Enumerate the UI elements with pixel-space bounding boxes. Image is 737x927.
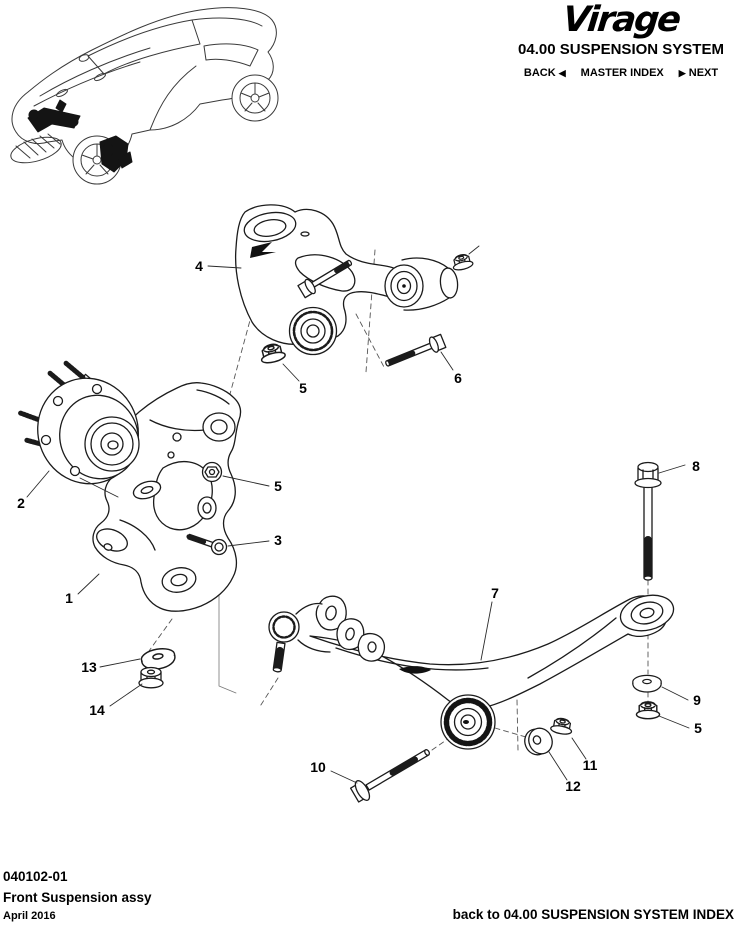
- bolt-10: [349, 749, 430, 803]
- footer-left: 040102-01 Front Suspension assy April 20…: [3, 866, 152, 925]
- back-link[interactable]: BACK ◀: [524, 67, 566, 79]
- callout-8: 8: [692, 458, 700, 474]
- guide-line: [218, 569, 237, 694]
- callout-labels: 1 2 3 4 5 5 5 6 7 8 9 10 11 12 13 14: [17, 258, 702, 794]
- lower-arm-front-bushing: [440, 694, 496, 750]
- section-title: 04.00 SUSPENSION SYSTEM: [518, 41, 724, 58]
- callout-2: 2: [17, 495, 25, 511]
- callout-10: 10: [310, 759, 326, 775]
- hub-assembly: [18, 360, 140, 485]
- leader-lines: [26, 245, 690, 784]
- callout-5-knuckle: 5: [274, 478, 282, 494]
- lower-arm-rear-eye: [619, 594, 675, 632]
- next-link-label: NEXT: [688, 67, 719, 79]
- nut-unlabeled: [450, 251, 475, 273]
- back-link-label: BACK: [523, 67, 556, 79]
- doc-title: Front Suspension assy: [3, 890, 152, 905]
- callout-13: 13: [81, 659, 97, 675]
- callout-5-lower: 5: [694, 720, 702, 736]
- doc-number: 040102-01: [3, 869, 68, 884]
- lower-arm-front-tabs: [315, 595, 386, 662]
- front-grille: [10, 133, 62, 164]
- callout-9: 9: [693, 692, 701, 708]
- callout-5-upper: 5: [299, 380, 307, 396]
- rear-wheel: [231, 74, 279, 122]
- upper-arm-bushing: [384, 257, 459, 311]
- upper-arm-ball-joint-housing: [288, 306, 338, 356]
- exploded-diagram: 1 2 3 4 5 5 5 6 7 8 9 10 11 12 13 14: [17, 204, 702, 803]
- page-header: Virage 04.00 SUSPENSION SYSTEM BACK ◀ MA…: [505, 0, 737, 79]
- nut-11: [549, 716, 575, 737]
- back-arrow-icon: ◀: [558, 68, 566, 78]
- back-to-index-link[interactable]: back to 04.00 SUSPENSION SYSTEM INDEX: [452, 907, 734, 922]
- callout-3: 3: [274, 532, 282, 548]
- callout-1: 1: [65, 590, 73, 606]
- virage-logo: Virage: [560, 0, 682, 40]
- header-nav: BACK ◀ MASTER INDEX ▶ NEXT: [505, 67, 737, 79]
- bolt-6: [385, 333, 447, 367]
- callout-4: 4: [195, 258, 203, 274]
- callout-6: 6: [454, 370, 462, 386]
- next-link[interactable]: ▶ NEXT: [679, 67, 718, 79]
- upper-arm-pivot-bolt: [297, 259, 353, 299]
- doc-date: April 2016: [3, 910, 56, 922]
- suspension-highlight: [27, 99, 133, 173]
- nut-5-upper: [257, 341, 287, 366]
- bolt-5-knuckle: [201, 461, 223, 483]
- bolt-3: [186, 533, 228, 556]
- ball-joint-stud: [272, 641, 286, 673]
- washer-9: [632, 674, 662, 693]
- callout-14: 14: [89, 702, 105, 718]
- callout-12: 12: [565, 778, 581, 794]
- master-index-link[interactable]: MASTER INDEX: [581, 67, 664, 79]
- nut-5-lower: [635, 701, 661, 720]
- callout-11: 11: [583, 757, 598, 773]
- bolt-8: [634, 461, 662, 581]
- callout-7: 7: [491, 585, 499, 601]
- lower-arm-ball-joint: [268, 602, 331, 673]
- car-line-art: [10, 7, 279, 185]
- washer-12: [524, 727, 553, 756]
- nut-14: [138, 666, 164, 689]
- lower-control-arm: [268, 594, 675, 750]
- next-arrow-icon: ▶: [678, 68, 686, 78]
- master-index-label: MASTER INDEX: [580, 67, 664, 79]
